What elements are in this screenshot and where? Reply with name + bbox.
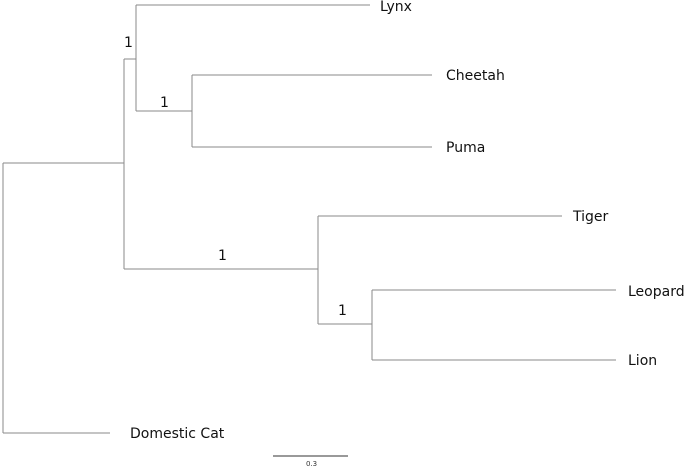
support-value-leopard-lion: 1: [338, 303, 347, 319]
tip-label-tiger: Tiger: [572, 209, 609, 225]
support-value-cheetah-puma: 1: [160, 95, 169, 111]
tip-label-lynx: Lynx: [380, 0, 412, 15]
tip-label-leopard: Leopard: [628, 284, 685, 300]
tip-label-puma: Puma: [446, 140, 485, 156]
tip-label-cheetah: Cheetah: [446, 68, 505, 84]
support-value-panthera: 1: [218, 248, 227, 264]
tip-label-domestic-cat: Domestic Cat: [130, 426, 225, 442]
tip-label-lion: Lion: [628, 353, 657, 369]
scale-bar-label: 0.3: [306, 460, 317, 468]
support-value-lynx-clade: 1: [124, 35, 133, 51]
